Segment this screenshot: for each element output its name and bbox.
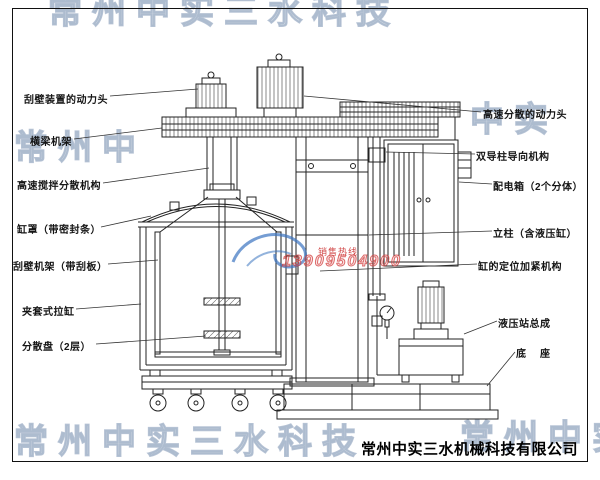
watermark-text: 常州中实三水科技 [13, 422, 366, 461]
label-beam-frame: 横梁机架 [30, 137, 72, 148]
watermark-text: 常州中 [13, 128, 146, 167]
electrical-box [383, 139, 472, 267]
disperser-motor [256, 53, 304, 118]
label-scraper-frame: 刮壁机架（带刮板） [13, 262, 108, 273]
hydraulic-station [371, 280, 464, 383]
beam-frame [161, 101, 461, 140]
label-scraper-power-head: 刮壁装置的动力头 [24, 95, 108, 106]
scraper-frame [154, 196, 282, 358]
label-tank-cover: 缸罩（带密封条） [17, 225, 101, 236]
sales-seal-logo [231, 233, 307, 269]
label-column: 立柱（含液压缸） [493, 229, 577, 240]
base [276, 383, 499, 420]
sales-hotline-label: 销售热线 [318, 247, 359, 257]
label-hydraulic-station: 液压站总成 [498, 319, 551, 330]
guide-rods [368, 137, 386, 301]
leader-lines [73, 88, 516, 387]
label-jacketed-tank: 夹套式拉缸 [22, 307, 75, 318]
label-electrical-box: 配电箱（2个分体） [493, 182, 584, 193]
label-clamp-mechanism: 缸的定位加紧机构 [478, 262, 562, 273]
watermark-text: 常州中实 [459, 418, 600, 457]
company-name: 常州中实三水机械科技有限公司 [360, 441, 578, 458]
trolley [141, 375, 293, 412]
sales-hotline-phone: 13909504900 [282, 253, 402, 271]
watermark-text: 中实 [469, 100, 558, 139]
dispersing-discs [203, 297, 241, 339]
label-dispersing-disc: 分散盘（2层） [22, 342, 92, 353]
label-mixing-disperse-mech: 高速搅拌分散机构 [17, 181, 101, 192]
label-disperse-power-head: 高速分散的动力头 [483, 110, 567, 121]
watermark-text: 常州中实三水科技 [47, 0, 400, 32]
tank [138, 196, 294, 377]
drive-shaft [203, 136, 241, 356]
scraper-drive-motor [185, 71, 237, 118]
label-guide-mechanism: 双导柱导向机构 [476, 152, 550, 163]
label-base: 底座 [516, 349, 564, 360]
